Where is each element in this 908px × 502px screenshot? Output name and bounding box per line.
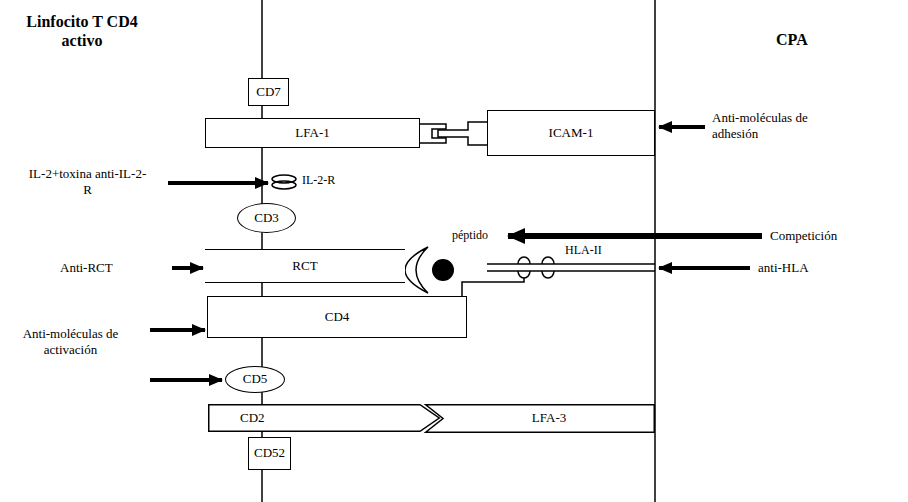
- molecule-box: CD7: [248, 78, 289, 106]
- shape-outline: [426, 405, 655, 433]
- molecule-box: CD4: [207, 296, 467, 338]
- hla-loop: [542, 271, 554, 278]
- therapy-label: Anti-moléculas de adhesión: [712, 110, 832, 141]
- molecule-name: ICAM-1: [549, 126, 594, 141]
- molecule-box: CD52: [248, 437, 291, 470]
- icam1-plug: [438, 122, 489, 145]
- molecule-name: CD52: [254, 446, 285, 461]
- therapy-label: Anti-moléculas de activación: [8, 326, 133, 357]
- therapy-label: anti-HLA: [758, 260, 809, 276]
- molecule-label: HLA-II: [565, 243, 602, 257]
- block-arrow: [659, 266, 750, 270]
- block-arrow: [508, 233, 762, 239]
- molecule-label: IL-2-R: [302, 173, 335, 187]
- block-arrow: [168, 181, 268, 185]
- molecule-name: CD3: [254, 211, 279, 226]
- peptide-dot: [432, 259, 454, 281]
- molecule-name: CD5: [243, 372, 268, 387]
- molecule-name: CD2: [240, 411, 265, 426]
- receptor-band: RCT: [205, 249, 405, 283]
- tcr-crescent: [405, 247, 428, 293]
- molecule-name: CD7: [256, 85, 281, 100]
- cd4-stalk: [462, 278, 524, 297]
- molecule-box: LFA-1: [205, 118, 420, 148]
- therapy-label: Anti-RCT: [60, 260, 113, 276]
- molecule-box: ICAM-1: [487, 110, 655, 156]
- hla-loop: [542, 257, 554, 264]
- notched-box: LFA-3: [425, 404, 655, 433]
- cell-title: CPA: [776, 30, 808, 49]
- hla-line: [487, 270, 655, 272]
- arrow-shape: CD2: [208, 404, 440, 432]
- hla-loop: [518, 271, 530, 278]
- molecule-name: CD4: [325, 310, 350, 325]
- molecule-name: RCT: [292, 259, 317, 274]
- molecule-ellipse: CD3: [237, 203, 296, 233]
- hla-line: [487, 263, 655, 265]
- block-arrow: [150, 328, 205, 332]
- therapy-label: Competición: [770, 228, 837, 244]
- block-arrow: [172, 266, 203, 270]
- molecule-ellipse: CD5: [225, 366, 285, 393]
- molecule-name: LFA-3: [532, 411, 566, 426]
- block-arrow: [150, 378, 222, 382]
- shape-outline: [209, 405, 440, 432]
- molecule-label: péptido: [452, 228, 488, 242]
- molecule-name: LFA-1: [295, 126, 329, 141]
- hla-loop: [518, 257, 530, 264]
- cell-title: Linfocito T CD4 activo: [12, 12, 152, 50]
- therapy-label: IL-2+toxina anti-IL-2-R: [25, 166, 150, 197]
- block-arrow: [659, 125, 705, 129]
- il2r-ring: [272, 181, 296, 189]
